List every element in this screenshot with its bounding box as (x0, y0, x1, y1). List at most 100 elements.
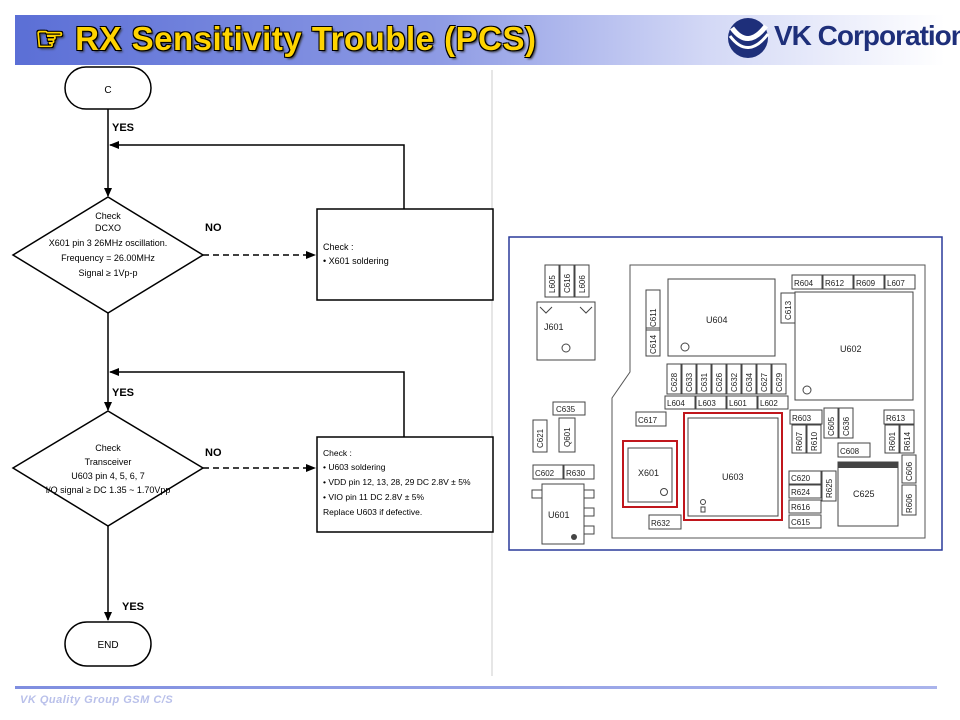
component-c605 (823, 407, 839, 439)
decision-text-line: I/Q signal ≥ DC 1.35 ~ 1.70Vpp (46, 485, 171, 495)
component-u604 (667, 278, 776, 357)
label-r607: R607 (795, 431, 804, 451)
component-r607 (791, 424, 807, 454)
decision-text-line: DCXO (95, 223, 121, 233)
pin-marker (571, 534, 577, 540)
label-c616: C616 (563, 273, 572, 293)
component-c628 (666, 363, 682, 395)
label-r604: R604 (794, 279, 814, 288)
component-c634 (741, 363, 757, 395)
board-outline (611, 264, 926, 539)
label-l602: L602 (760, 399, 778, 408)
component-pad (583, 489, 595, 499)
no-label-2: NO (205, 447, 222, 459)
arrow-head (104, 402, 112, 411)
decision-text-line: Transceiver (85, 457, 132, 467)
label-r624: R624 (791, 488, 811, 497)
label-r603: R603 (792, 414, 812, 423)
component-c632 (726, 363, 742, 395)
label-r610: R610 (810, 431, 819, 451)
label-c626: C626 (715, 372, 724, 392)
no-label-1: NO (205, 222, 222, 234)
label-r612: R612 (825, 279, 845, 288)
component-l605 (544, 264, 560, 298)
label-c636: C636 (842, 416, 851, 436)
action-text-line: • VIO pin 11 DC 2.8V ± 5% (323, 492, 424, 502)
component-c606 (901, 454, 917, 484)
component-c621 (532, 419, 548, 453)
pcb-layout: L605 C616 L606 J601 C611 C614 U604 C613 … (508, 236, 943, 551)
label-l605: L605 (548, 275, 557, 293)
action-box-u603 (316, 436, 494, 533)
pointing-hand-icon: ☞ (35, 20, 66, 57)
label-c621: C621 (536, 428, 545, 448)
component-u603 (687, 417, 779, 517)
component-c631 (696, 363, 712, 395)
component-c636 (838, 407, 854, 439)
label-c605: C605 (827, 416, 836, 436)
component-l606 (574, 264, 590, 298)
component-c617 (635, 411, 667, 427)
label-u602: U602 (840, 344, 862, 354)
component-r603 (789, 409, 823, 425)
component-c614 (645, 327, 661, 357)
action-text-line: • VDD pin 12, 13, 28, 29 DC 2.8V ± 5% (323, 477, 471, 487)
component-r630 (563, 464, 595, 480)
component-r612 (822, 274, 854, 290)
component-r616 (788, 499, 822, 514)
label-c627: C627 (760, 372, 769, 392)
decision-text-line: Frequency = 26.00MHz (61, 253, 155, 263)
label-r614: R614 (903, 431, 912, 451)
label-c608: C608 (840, 447, 860, 456)
pin-marker (802, 385, 812, 395)
pcb-components: L605 C616 L606 J601 C611 C614 U604 C613 … (531, 264, 917, 545)
component-r606 (901, 484, 917, 516)
action-text-line: • U603 soldering (323, 462, 386, 472)
label-c614: C614 (649, 334, 658, 354)
label-c606: C606 (905, 461, 914, 481)
footer-divider (15, 686, 937, 689)
logo-text: VK Corporation (774, 20, 960, 51)
arrow-head (104, 612, 112, 621)
label-l606: L606 (578, 275, 587, 293)
component-c615 (788, 514, 822, 529)
component-c629 (771, 363, 787, 395)
component-r610 (806, 424, 822, 454)
label-u601: U601 (548, 510, 570, 520)
arrow-head (109, 141, 119, 149)
component-l607 (884, 274, 916, 290)
pin-marker (680, 342, 690, 352)
action-text-line: • X601 soldering (323, 256, 389, 266)
component-r604 (791, 274, 823, 290)
yes-label-3: YES (122, 601, 144, 613)
label-c620: C620 (791, 474, 811, 483)
highlight-x601 (622, 440, 678, 508)
end-label: END (97, 640, 118, 651)
component-c627 (756, 363, 772, 395)
label-c625: C625 (853, 489, 875, 499)
page-title-text: RX Sensitivity Trouble (PCS) (75, 20, 537, 57)
label-r625: R625 (825, 478, 834, 498)
yes-label-2: YES (112, 387, 134, 399)
page-title: ☞RX Sensitivity Trouble (PCS) (35, 19, 537, 58)
label-r609: R609 (856, 279, 876, 288)
yes-label-1: YES (112, 122, 134, 134)
pin-marker (700, 499, 706, 505)
label-q601: Q601 (563, 427, 572, 447)
component-c608 (837, 442, 871, 458)
component-r632 (648, 514, 682, 530)
highlight-u603 (683, 412, 783, 521)
component-r625 (821, 470, 837, 502)
decision-text-line: Signal ≥ 1Vp-p (79, 268, 138, 278)
vk-globe-icon (728, 18, 770, 58)
footer-text: VK Quality Group GSM C/S (20, 694, 174, 706)
start-label: C (104, 85, 111, 96)
label-r601: R601 (888, 431, 897, 451)
label-c611: C611 (649, 308, 658, 327)
component-c626 (711, 363, 727, 395)
action-box-x601 (316, 208, 494, 301)
label-c635: C635 (556, 405, 576, 414)
action-text-line: Replace U603 if defective. (323, 507, 422, 517)
component-c635 (552, 401, 586, 416)
decision-dcxo-text: Check DCXO X601 pin 3 26MHz oscillation.… (49, 211, 168, 278)
